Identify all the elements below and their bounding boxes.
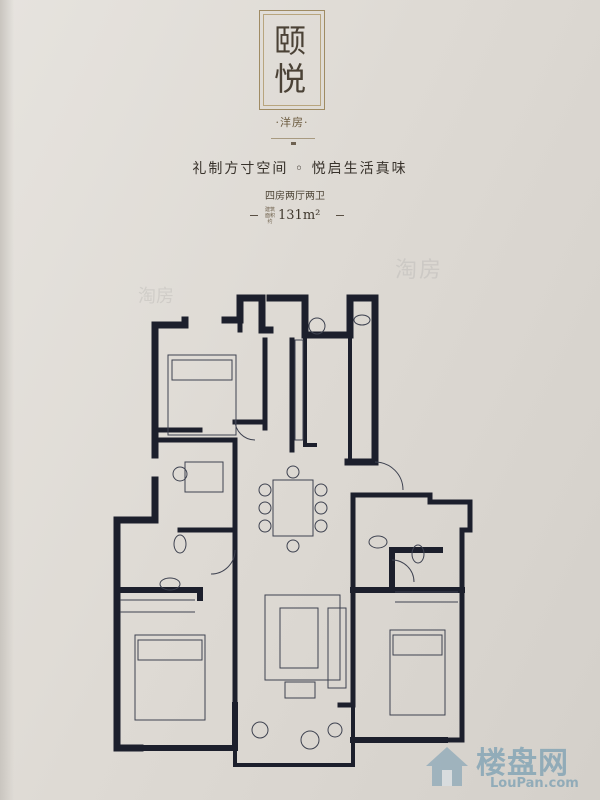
area-value: 131m² [278,208,321,223]
plant [251,721,269,739]
bedroom-wall-right [350,547,465,743]
sofa [327,607,347,689]
layout-label: 四房两厅两卫 [265,191,325,202]
kitchen-counter [294,339,304,441]
type-label: ·洋房· [275,116,309,129]
dining-table [272,479,314,537]
logo-name: 楼盘网 [476,746,569,781]
house-icon [426,747,468,786]
slogan: 礼制方寸空间 ◦ 悦启生活真味 [192,161,408,177]
interior-wall [152,317,295,533]
door-arc [374,461,404,491]
toilet-left [173,534,187,554]
loupan-logo: 楼盘网 LouPan.com [422,738,592,793]
toilet-right [411,544,425,564]
floor-plan-drawing [113,294,473,767]
page-shadow [0,0,14,800]
wardrobe [120,599,195,613]
kitchen-wall [303,333,352,462]
balcony-wall [233,703,355,767]
bed-1 [167,354,237,436]
sink-left [159,577,181,591]
study-desk [184,461,224,493]
area-caption: 建筑 面积 约 [264,207,275,225]
logo-url: LouPan.com [490,776,579,791]
armchair [284,681,316,699]
watermark-2: 淘房 [138,286,174,307]
sink-right [368,535,388,549]
title-frame: 颐 悦 [259,10,325,110]
divider-line [271,138,315,139]
title-char-1: 颐 [273,22,306,60]
area-row: 建筑 面积 约 131m² [250,207,350,227]
watermark: 淘房 [395,258,444,283]
coffee-table [279,607,319,669]
bed-2 [134,634,206,721]
title-char-2: 悦 [273,60,306,98]
divider-mark [291,142,296,145]
bed-3 [389,629,446,716]
rug [264,594,341,681]
